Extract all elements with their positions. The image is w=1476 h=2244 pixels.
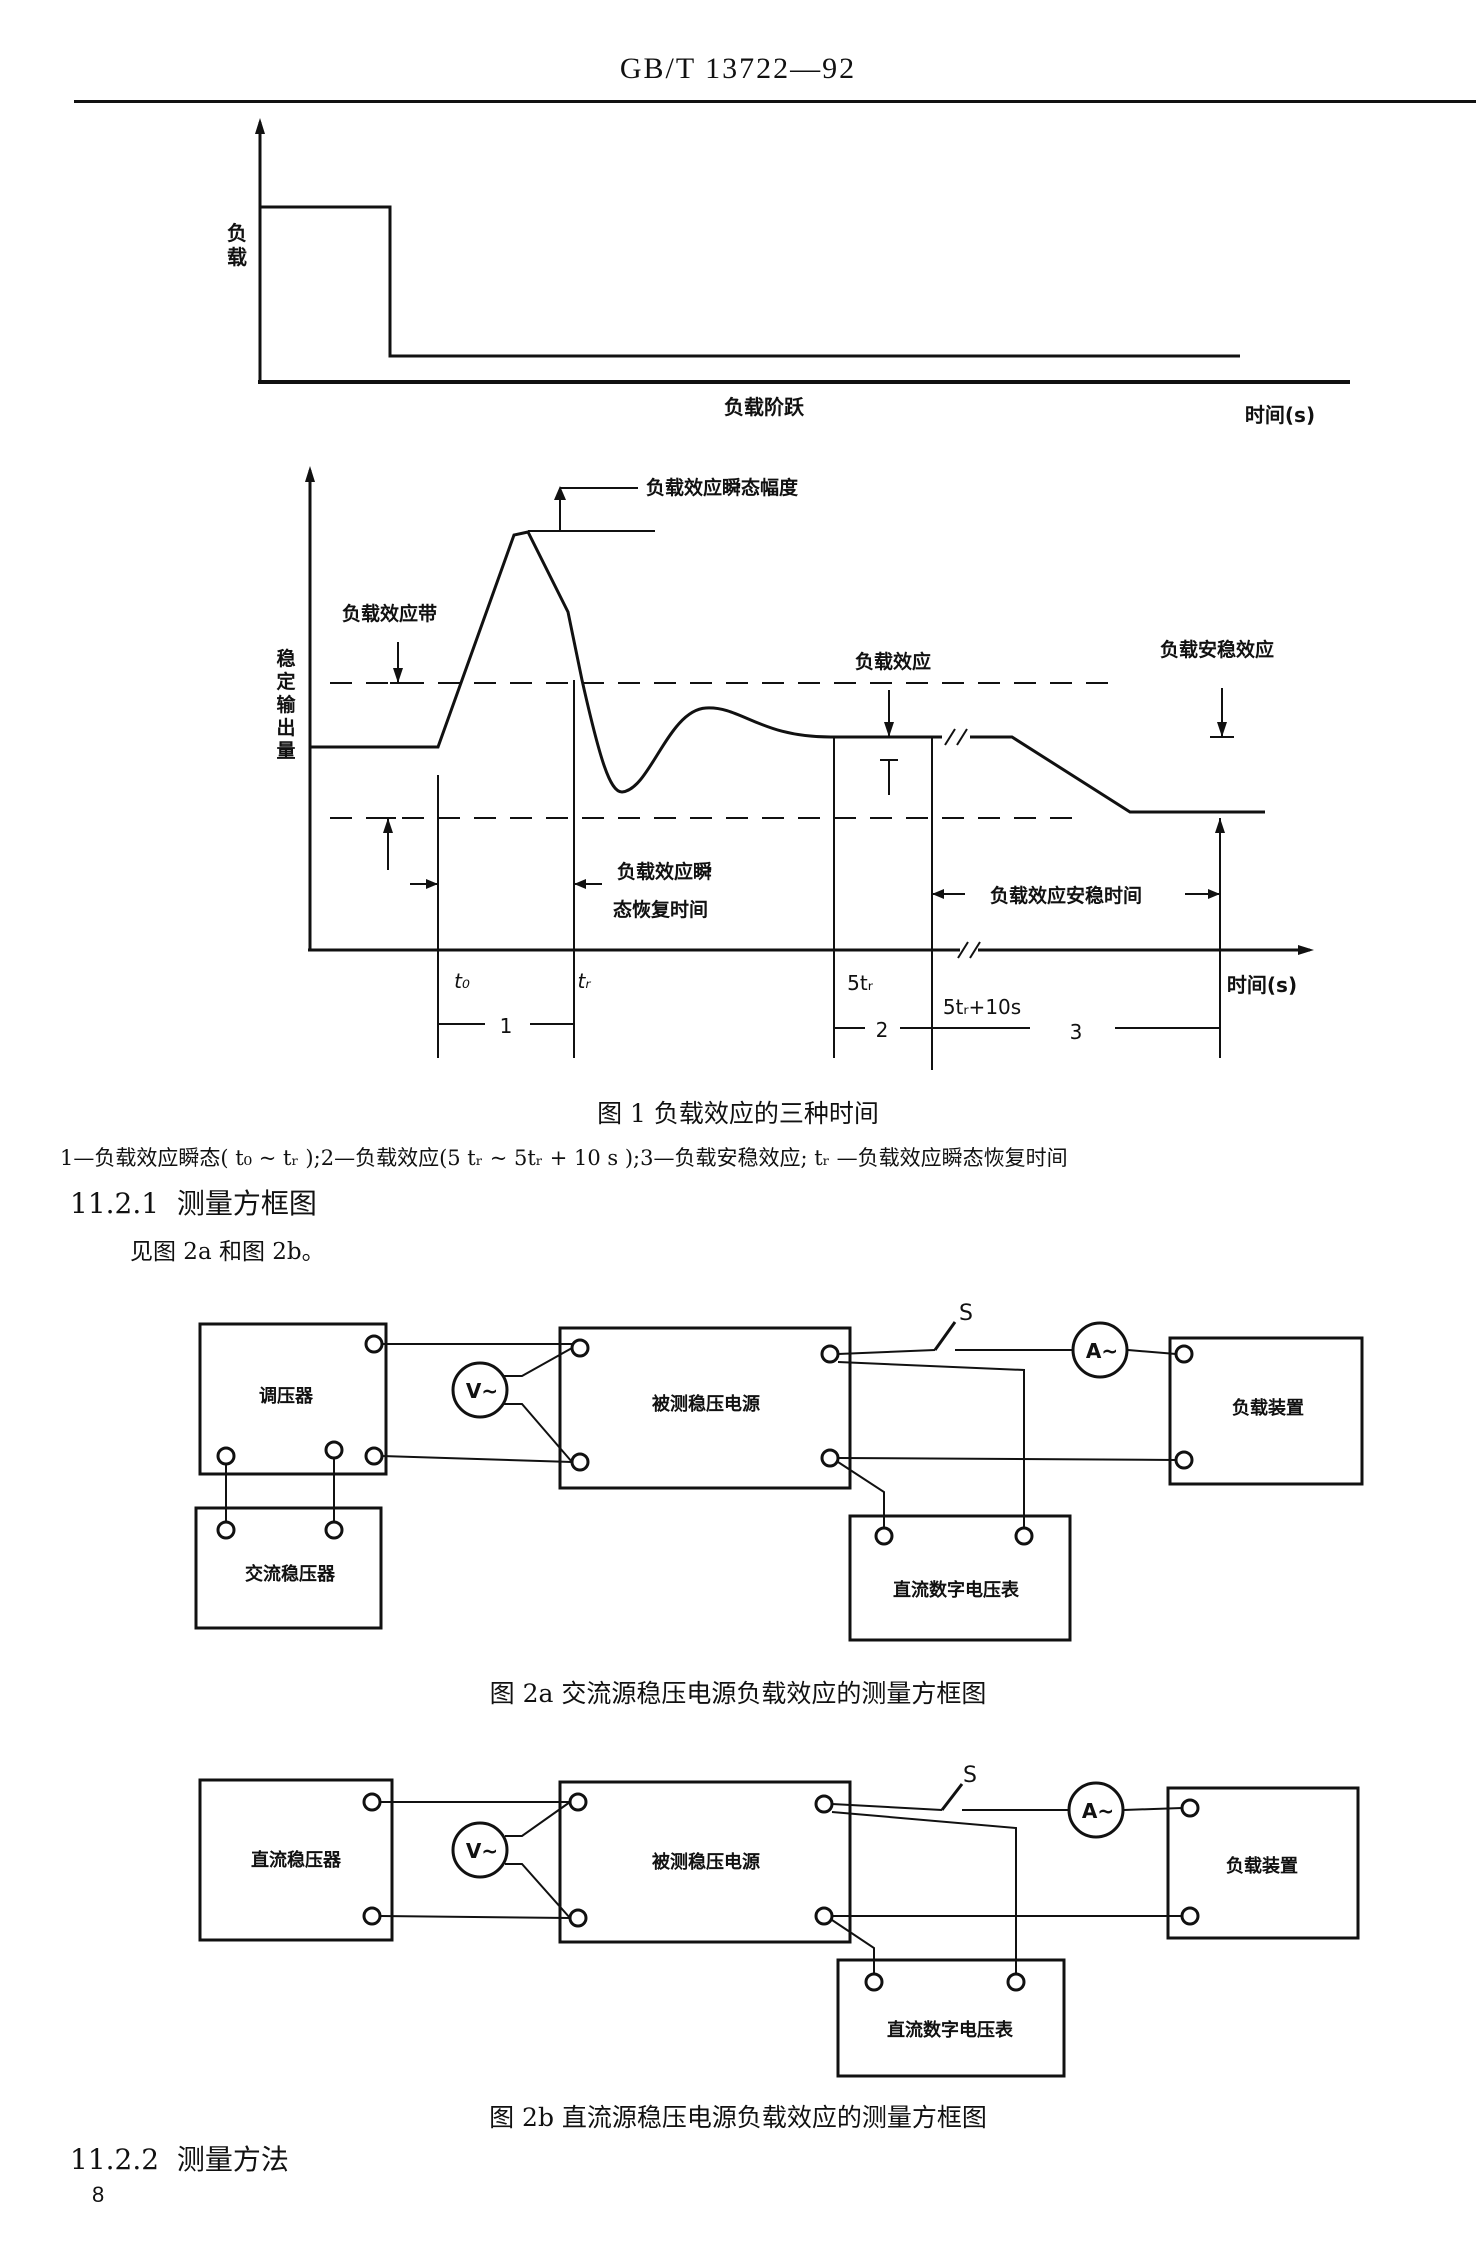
interval-3: 3	[1070, 1020, 1083, 1044]
figure-2a-caption: 图 2a 交流源稳压电源负载效应的测量方框图	[489, 1679, 987, 1708]
label-stabilization-time: 负载效应安稳时间	[990, 884, 1142, 907]
top-xlabel: 负载阶跃	[724, 395, 805, 419]
section-11-2-1-text: 见图 2a 和图 2b。	[130, 1239, 325, 1265]
section-number: 11.2.1	[70, 1187, 160, 1220]
figure-1-caption: 图 1 负载效应的三种时间	[597, 1099, 879, 1128]
load-label-2b: 负载装置	[1226, 1855, 1298, 1877]
figure-2b-caption: 图 2b 直流源稳压电源负载效应的测量方框图	[489, 2103, 987, 2132]
voltmeter-label-2a: 直流数字电压表	[893, 1579, 1020, 1601]
voltmeter-label-2b: 直流数字电压表	[887, 2019, 1014, 2041]
ac-stabilizer-box	[194, 1506, 383, 1630]
tick-t0: t₀	[454, 969, 470, 993]
figure-1: 负 载 负载阶跃 时间(s) 稳 定 输 出 量 负载效应瞬态幅度 负载效应带 …	[227, 118, 1350, 1070]
section-11-2-2-heading: 11.2.2 测量方法	[70, 2138, 289, 2178]
axis-break-1	[957, 941, 969, 959]
figure-2b: 直流稳压器 被测稳压电源 负载装置 直流数字电压表 S V~ A~	[198, 1763, 1360, 2078]
page-number: 8	[92, 2182, 105, 2207]
dut-box	[558, 1326, 852, 1490]
svg-text:量: 量	[276, 740, 295, 762]
bottom-y-arrow	[305, 466, 315, 482]
switch-label-2b: S	[963, 1763, 977, 1788]
interval-2: 2	[876, 1018, 889, 1042]
top-ylabel-1: 负	[227, 221, 247, 245]
dut-box-2b	[558, 1780, 852, 1944]
top-ylabel-2: 载	[227, 245, 247, 269]
label-recovery-time-2: 态恢复时间	[613, 898, 708, 921]
response-curve-tail	[970, 735, 1265, 814]
section-title: 测量方框图	[176, 1187, 317, 1220]
tick-5tr-10s: 5tᵣ+10s	[943, 995, 1021, 1019]
regulator-label: 调压器	[259, 1386, 314, 1407]
load-box	[1168, 1336, 1364, 1486]
voltmeter-box-2b	[836, 1958, 1066, 2078]
dut-label-2a: 被测稳压电源	[652, 1393, 760, 1415]
switch-label-2a: S	[959, 1301, 973, 1326]
curve-break-2	[956, 728, 968, 746]
dut-label-2b: 被测稳压电源	[652, 1851, 760, 1873]
tick-5tr: 5tᵣ	[847, 971, 874, 995]
dc-stabilizer-label: 直流稳压器	[251, 1849, 342, 1871]
voltmeter-box	[848, 1514, 1072, 1642]
label-stabilization-effect: 负载安稳效应	[1160, 638, 1274, 661]
bottom-x-arrow	[1298, 945, 1314, 955]
response-curve	[310, 530, 942, 794]
section-number: 11.2.2	[70, 2143, 160, 2176]
peak-arrowhead	[554, 486, 566, 500]
tick-tr: tᵣ	[577, 969, 591, 993]
label-transient-amplitude: 负载效应瞬态幅度	[646, 476, 799, 499]
figure-2a: 调压器 交流稳压器 被测稳压电源 负载装置 直流数字电压表 S V~ A~	[194, 1301, 1364, 1642]
svg-text:输: 输	[276, 693, 296, 716]
v-meter-2a: V~	[466, 1379, 498, 1403]
section-11-2-1-heading: 11.2.1 测量方框图	[70, 1182, 317, 1222]
a-meter-2b: A~	[1082, 1799, 1114, 1823]
label-load-effect: 负载效应	[855, 650, 931, 673]
load-step-line	[260, 205, 1240, 358]
svg-text:稳: 稳	[276, 647, 295, 670]
header-rule	[74, 100, 1476, 103]
section-title: 测量方法	[176, 2143, 289, 2176]
regulator-box	[198, 1322, 388, 1476]
ac-stabilizer-label: 交流稳压器	[245, 1563, 336, 1585]
bottom-time-label: 时间(s)	[1227, 973, 1297, 997]
a-meter-2a: A~	[1086, 1339, 1118, 1363]
curve-break-1	[944, 728, 956, 746]
interval-1: 1	[500, 1014, 513, 1038]
dc-stabilizer-box	[198, 1778, 394, 1942]
top-y-arrow	[255, 118, 265, 134]
svg-text:出: 出	[276, 716, 295, 739]
page-header-title: GB/T 13722—92	[619, 52, 857, 85]
label-recovery-time-1: 负载效应瞬	[617, 860, 712, 883]
load-label-2a: 负载装置	[1232, 1397, 1304, 1419]
v-meter-2b: V~	[466, 1839, 498, 1863]
axis-break-2	[969, 941, 981, 959]
label-effect-band: 负载效应带	[342, 602, 437, 625]
svg-text:定: 定	[276, 670, 295, 693]
top-time-label: 时间(s)	[1245, 403, 1315, 427]
load-box-2b	[1166, 1786, 1360, 1940]
figure-1-legend: 1—负载效应瞬态( t₀ ~ tᵣ );2—负载效应(5 tᵣ ~ 5tᵣ + …	[60, 1146, 1068, 1170]
